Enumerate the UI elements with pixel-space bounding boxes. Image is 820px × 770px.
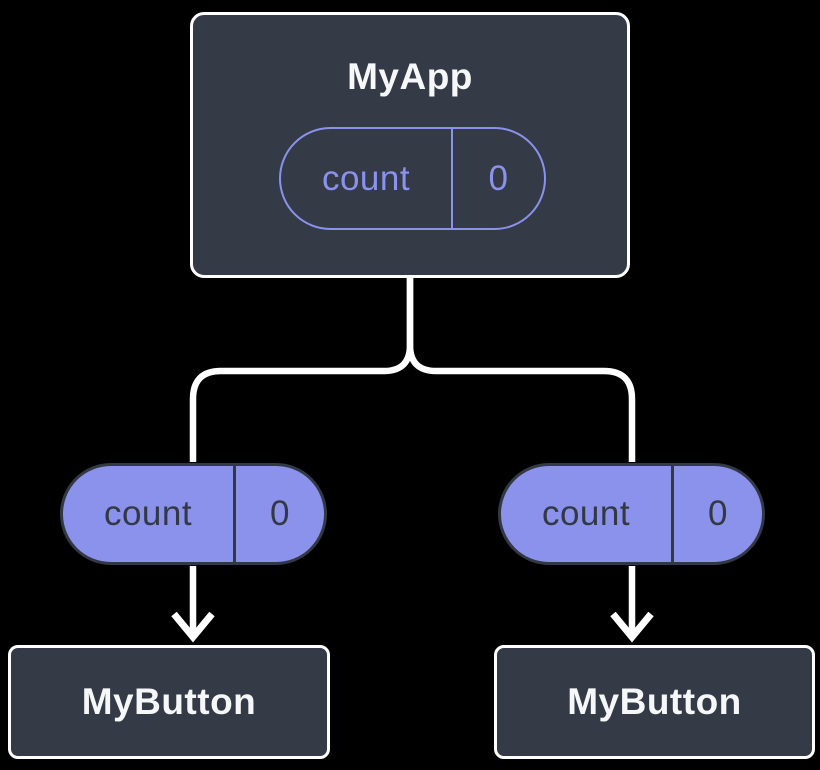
child-component-node-left: MyButton bbox=[8, 645, 330, 759]
parent-component-name: MyApp bbox=[347, 56, 473, 97]
branch-line-right bbox=[406, 278, 636, 462]
prop-pill-left-label: count bbox=[63, 466, 236, 562]
parent-component-node: MyApp count 0 bbox=[190, 12, 630, 278]
arrow-down-right-icon bbox=[610, 566, 654, 643]
state-pill: count 0 bbox=[279, 127, 546, 230]
state-pill-label: count bbox=[281, 129, 453, 228]
prop-pill-right-label: count bbox=[501, 466, 674, 562]
prop-pill-left: count 0 bbox=[60, 463, 327, 565]
state-pill-value: 0 bbox=[488, 158, 509, 198]
child-component-name-right: MyButton bbox=[567, 681, 742, 722]
prop-pill-right: count 0 bbox=[498, 463, 765, 565]
child-component-node-right: MyButton bbox=[494, 645, 815, 759]
branch-line-left bbox=[189, 278, 414, 462]
arrow-down-left-icon bbox=[171, 566, 215, 643]
prop-pill-right-value: 0 bbox=[708, 494, 728, 533]
child-component-name-left: MyButton bbox=[81, 681, 257, 722]
prop-pill-left-value: 0 bbox=[270, 494, 290, 533]
